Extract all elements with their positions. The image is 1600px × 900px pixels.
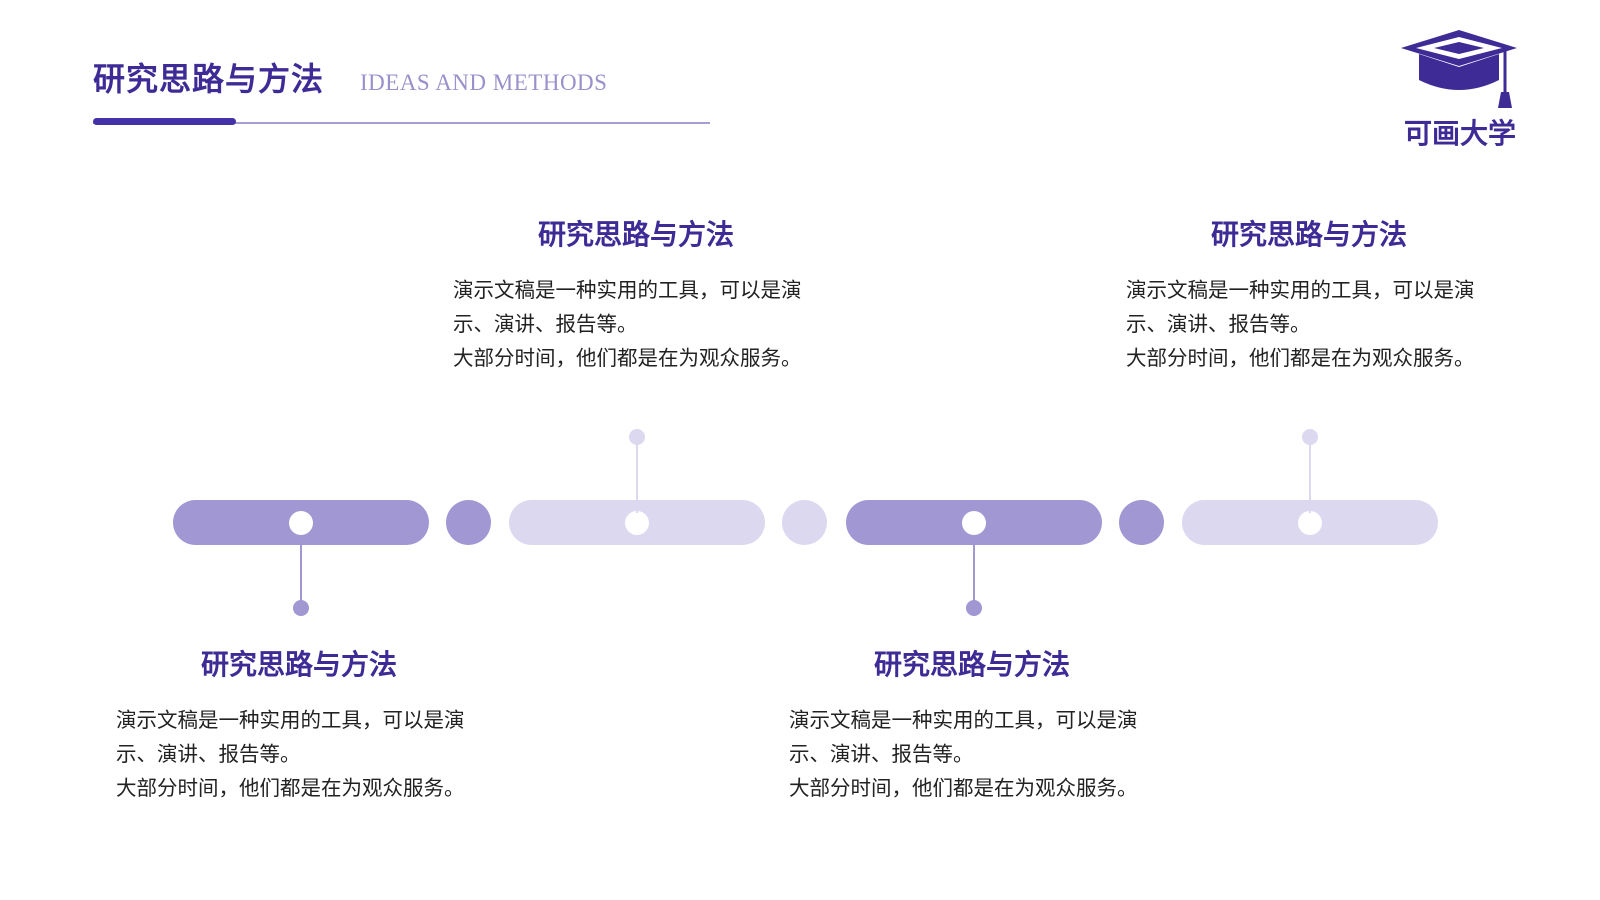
- timeline-stem-dot-3: [966, 600, 982, 616]
- timeline-node-2: [625, 511, 649, 535]
- timeline-item-4-title: 研究思路与方法: [1210, 218, 1407, 251]
- timeline-item-3-body: 演示文稿是一种实用的工具，可以是演示、演讲、报告等。 大部分时间，他们都是在为观…: [789, 703, 1174, 805]
- timeline-node-1: [289, 511, 313, 535]
- timeline-stem-1: [300, 535, 302, 605]
- timeline-node-4: [1298, 511, 1322, 535]
- timeline-item-3-title: 研究思路与方法: [873, 648, 1070, 681]
- university-logo: 可画大学: [1395, 28, 1525, 153]
- timeline-node-3: [962, 511, 986, 535]
- page-subtitle: IDEAS AND METHODS: [360, 70, 608, 95]
- timeline-item-4-body: 演示文稿是一种实用的工具，可以是演示、演讲、报告等。 大部分时间，他们都是在为观…: [1126, 273, 1511, 375]
- timeline-item-1-title: 研究思路与方法: [200, 648, 397, 681]
- timeline-stem-dot-4: [1302, 429, 1318, 445]
- timeline-connector-2: [782, 500, 827, 545]
- timeline-item-2-line-2: 大部分时间，他们都是在为观众服务。: [453, 346, 802, 370]
- timeline-item-4-line-1: 演示文稿是一种实用的工具，可以是演示、演讲、报告等。: [1126, 278, 1475, 336]
- timeline-stem-dot-1: [293, 600, 309, 616]
- university-name: 可画大学: [1403, 117, 1516, 150]
- timeline-stem-dot-2: [629, 429, 645, 445]
- timeline-item-1-line-2: 大部分时间，他们都是在为观众服务。: [116, 776, 465, 800]
- graduation-cap-icon: [1401, 30, 1517, 108]
- timeline-connector-3: [1119, 500, 1164, 545]
- title-underline: [93, 122, 710, 124]
- timeline-item-1-line-1: 演示文稿是一种实用的工具，可以是演示、演讲、报告等。: [116, 708, 465, 766]
- timeline-connector-1: [446, 500, 491, 545]
- timeline-item-4-line-2: 大部分时间，他们都是在为观众服务。: [1126, 346, 1475, 370]
- page-title: 研究思路与方法: [93, 60, 325, 98]
- timeline-item-1-body: 演示文稿是一种实用的工具，可以是演示、演讲、报告等。 大部分时间，他们都是在为观…: [116, 703, 501, 805]
- title-underline-accent: [93, 118, 236, 125]
- timeline-item-2-title: 研究思路与方法: [537, 218, 734, 251]
- timeline-stem-3: [973, 535, 975, 605]
- timeline-stem-4: [1309, 443, 1311, 513]
- timeline-stem-2: [636, 443, 638, 513]
- timeline-item-2-body: 演示文稿是一种实用的工具，可以是演示、演讲、报告等。 大部分时间，他们都是在为观…: [453, 273, 838, 375]
- timeline-item-2-line-1: 演示文稿是一种实用的工具，可以是演示、演讲、报告等。: [453, 278, 802, 336]
- timeline-item-3-line-2: 大部分时间，他们都是在为观众服务。: [789, 776, 1138, 800]
- timeline-item-3-line-1: 演示文稿是一种实用的工具，可以是演示、演讲、报告等。: [789, 708, 1138, 766]
